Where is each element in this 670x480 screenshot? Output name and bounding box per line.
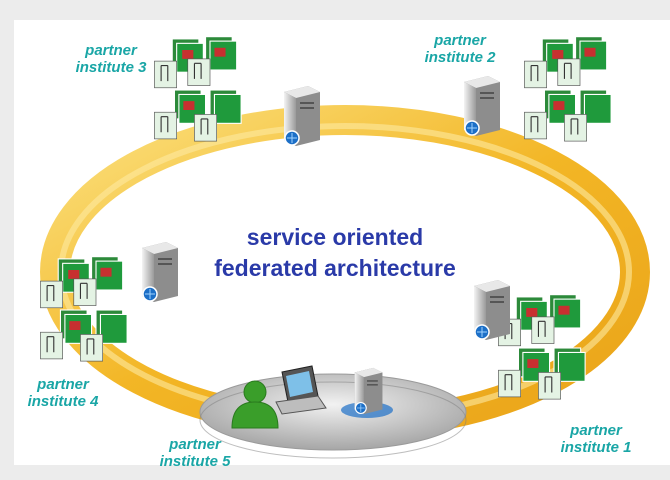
laptop-icon bbox=[275, 365, 327, 415]
server-icon bbox=[463, 75, 501, 137]
node-label-institute-5: partner institute 5 bbox=[140, 436, 250, 470]
title-line-1: service oriented bbox=[246, 224, 424, 250]
node-label-line: partner bbox=[169, 436, 221, 453]
node-label-institute-3: partner institute 3 bbox=[56, 42, 166, 76]
node-label-line: institute 2 bbox=[424, 49, 496, 66]
node-label-line: institute 4 bbox=[27, 393, 99, 410]
node-label-line: partner bbox=[570, 422, 622, 439]
node-label-line: institute 3 bbox=[75, 59, 147, 76]
node-label-line: partner bbox=[434, 32, 486, 49]
server-icon bbox=[341, 367, 393, 418]
node-label-line: institute 1 bbox=[560, 439, 632, 456]
node-label-institute-1: partner institute 1 bbox=[541, 422, 651, 456]
node-label-institute-2: partner institute 2 bbox=[405, 32, 515, 66]
node-label-line: partner bbox=[37, 376, 89, 393]
server-icon bbox=[473, 279, 511, 341]
title-line-2: federated architecture bbox=[214, 255, 456, 281]
server-icon bbox=[283, 85, 321, 147]
node-label-line: partner bbox=[85, 42, 137, 59]
node-label-line: institute 5 bbox=[159, 453, 231, 470]
node-label-institute-4: partner institute 4 bbox=[8, 376, 118, 410]
user-icon bbox=[231, 380, 279, 429]
diagram-title: service oriented federated architecture bbox=[185, 222, 485, 284]
platform-icon bbox=[199, 373, 467, 459]
server-icon bbox=[141, 241, 179, 303]
